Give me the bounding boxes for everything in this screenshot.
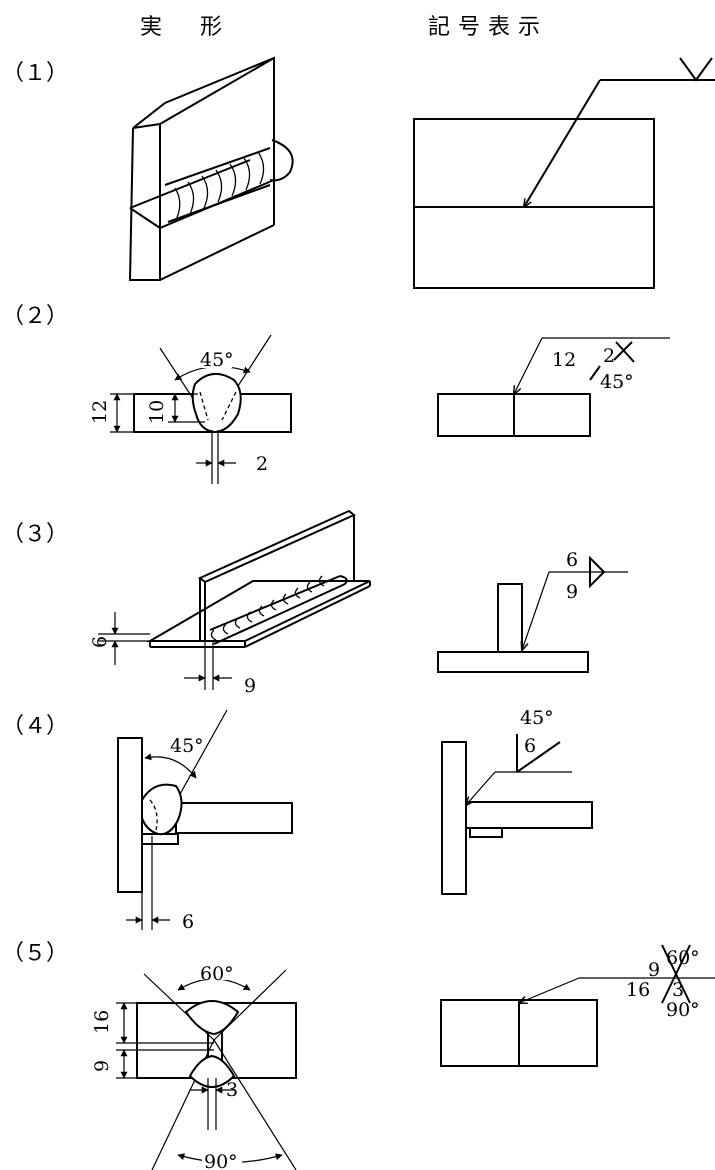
item-2-symbol-depth: 12 [552,349,576,371]
item-2-groove-depth: 10 [146,400,168,424]
item-5-symbol-arrow-depth: 9 [648,959,660,981]
item-4-groove-angle: 45° [170,735,204,757]
item-5-root-gap: 3 [226,1079,238,1101]
item-5-symbol: 60° 9 16 3 90° [440,944,715,1067]
header-symbol-notation: 記号表示 [428,15,548,40]
item-4-number: （４） [2,714,68,739]
item-1-number: （１） [2,61,68,86]
item-5-actual-shape: 60° 16 9 3 90° [91,960,297,1170]
item-5-symbol-upper-angle: 60° [666,947,700,969]
item-2-actual-shape: 45° 12 10 2 [89,334,292,484]
item-5-upper-angle: 60° [200,963,234,985]
item-5-number: （５） [2,941,68,966]
item-2-number: （２） [2,304,68,329]
item-3-actual-shape: 6 9 [89,509,371,697]
item-4-symbol-angle: 45° [520,707,554,729]
item-5-lower-depth: 9 [91,1060,113,1072]
item-5-symbol-other-depth: 16 [626,979,650,1001]
item-3-leg-horizontal: 9 [244,675,256,697]
arrow-line [524,79,601,207]
item-5-symbol-lower-angle: 90° [666,999,700,1021]
item-2-symbol-angle: 45° [600,371,634,393]
item-4-root-gap: 6 [182,911,194,933]
item-3-symbol: 6 9 [437,549,628,673]
item-3-number: （３） [2,522,68,547]
item-2-plate-thickness: 12 [89,400,111,424]
item-4-actual-shape: 45° 6 [117,709,293,933]
item-3-leg-vertical: 6 [89,636,111,648]
header-actual-shape: 実 形 [140,15,230,40]
item-2-groove-angle: 45° [200,349,234,371]
item-4-symbol-depth: 6 [524,735,536,757]
item-1-symbol [413,57,715,289]
item-1-actual-shape [128,56,294,281]
item-2-root-gap: 2 [256,453,268,475]
item-5-symbol-gap: 3 [672,979,684,1001]
v-groove-symbol [679,57,713,82]
item-2-symbol-gap: 2 [603,345,615,367]
item-2-symbol: 12 2 45° [437,337,670,437]
item-5-upper-depth: 16 [91,1010,113,1034]
item-3-symbol-leg-upper: 6 [566,549,578,571]
item-4-symbol: 45° 6 [441,707,593,895]
item-5-lower-angle: 90° [204,1151,238,1170]
item-3-symbol-leg-lower: 9 [566,581,578,603]
